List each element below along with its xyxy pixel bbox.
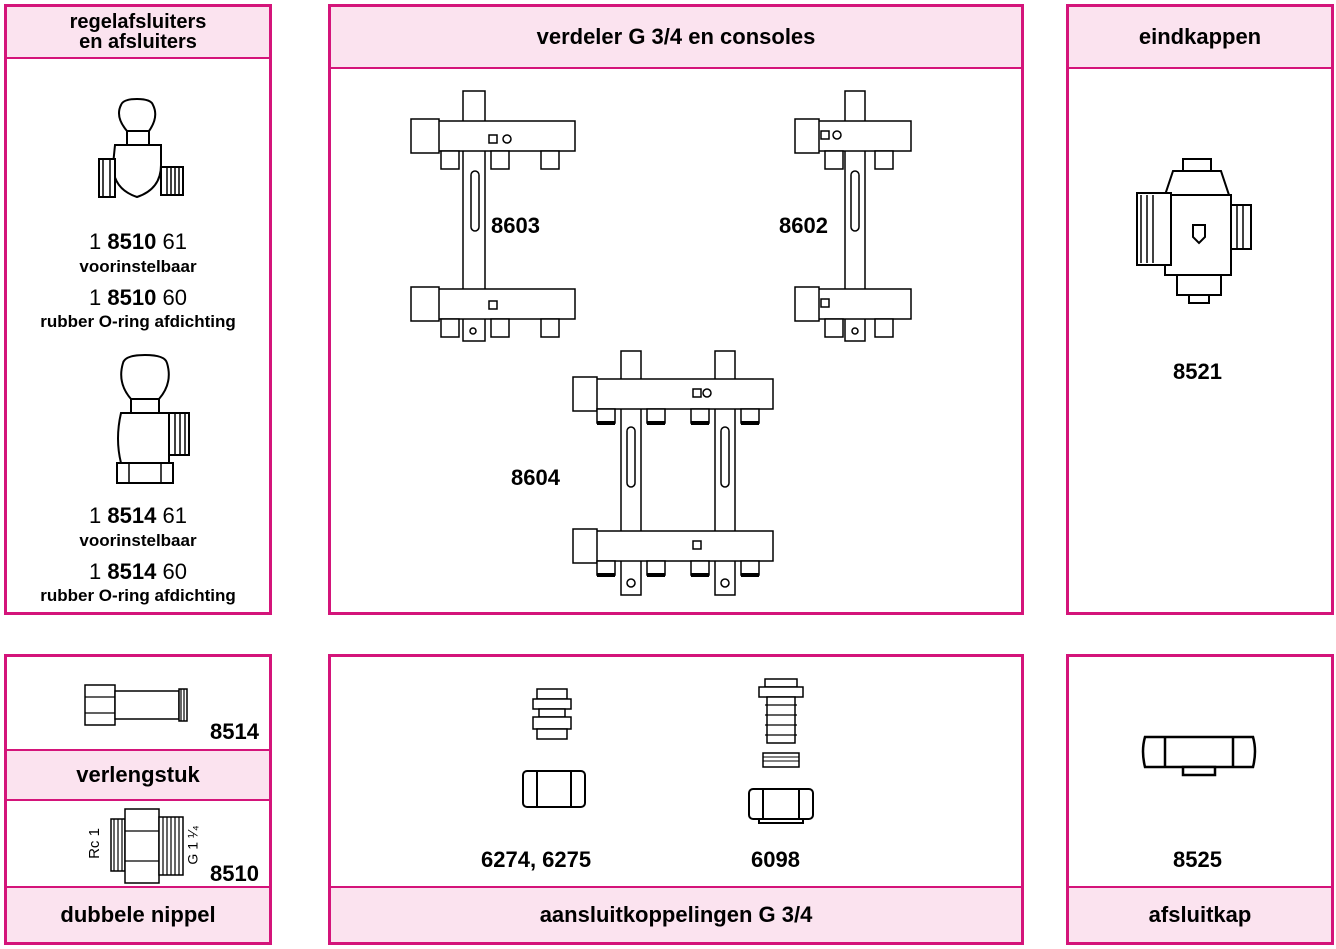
panel-valves-title-line2: en afsluiters: [79, 31, 197, 53]
panel-endcaps-header: eindkappen: [1069, 7, 1331, 69]
valve1-code1-bold: 8510: [107, 229, 157, 254]
nipple-code: 8510: [210, 861, 259, 886]
end-fitting-8521-label: 8521: [1173, 359, 1222, 384]
valve2-code2-suffix: 60: [156, 559, 187, 584]
extension-code: 8514: [210, 719, 259, 744]
coupling-6274-ring-drawing: [531, 687, 573, 741]
valve1-code1-suffix: 61: [156, 229, 187, 254]
coupling-6098-nut-drawing: [745, 787, 817, 825]
manifold-8602-label: 8602: [779, 213, 828, 238]
nipple-title: dubbele nippel: [60, 902, 216, 927]
end-cap-8525-label: 8525: [1173, 847, 1222, 872]
valve1-code2-suffix: 60: [156, 285, 187, 310]
manifold-8604-drawing: [573, 351, 777, 597]
valve2-note2: rubber O-ring afdichting: [40, 586, 236, 605]
valve2-code1-suffix: 61: [156, 503, 187, 528]
nipple-left-label: Rc 1: [85, 828, 103, 859]
manifold-8603-drawing: [411, 91, 581, 343]
panel-couplings: 6274, 6275 6098 aansluitkoppelingen G 3/…: [328, 654, 1024, 945]
end-cap-8525-drawing: [1139, 733, 1259, 789]
coupling-6098-label: 6098: [751, 847, 800, 872]
panel-valves-header: regelafsluiters en afsluiters: [7, 7, 269, 59]
valve2-code2: 1 8514 60: [7, 559, 269, 585]
valve2-code1-prefix: 1: [89, 503, 108, 528]
valve2-code2-prefix: 1: [89, 559, 108, 584]
panel-manifold-title: verdeler G 3/4 en consoles: [536, 24, 816, 49]
panel-valves-title-line1: regelafsluiters: [69, 11, 207, 33]
angle-valve-8510-drawing: [93, 97, 213, 217]
coupling-6098-ring-drawing: [761, 751, 801, 769]
valve1-code2-bold: 8510: [107, 285, 157, 310]
valve1-code1-prefix: 1: [89, 229, 108, 254]
coupling-6098-insert-drawing: [757, 677, 805, 747]
manifold-8604-label: 8604: [511, 465, 560, 490]
panel-extension: 8514 verlengstuk Rc 1 G 1 ¹⁄₄ 8510 dubbe…: [4, 654, 272, 945]
extension-piece-drawing: [83, 683, 189, 727]
panel-manifold: verdeler G 3/4 en consoles 8603: [328, 4, 1024, 615]
panel-cap: 8525 afsluitkap: [1066, 654, 1334, 945]
valve1-code2: 1 8510 60: [7, 285, 269, 311]
double-nipple-drawing: [109, 807, 189, 885]
panel-endcaps: eindkappen 8521: [1066, 4, 1334, 615]
panel-valves: regelafsluiters en afsluiters 1 8510 61 …: [4, 4, 272, 615]
valve1-code2-prefix: 1: [89, 285, 108, 310]
extension-title: verlengstuk: [76, 762, 200, 787]
valve2-code2-bold: 8514: [107, 559, 157, 584]
panel-extension-bottom-header: dubbele nippel: [7, 886, 269, 942]
panel-couplings-header: aansluitkoppelingen G 3/4: [331, 886, 1021, 942]
valve2-note1: voorinstelbaar: [79, 531, 197, 550]
panel-cap-title: afsluitkap: [1148, 902, 1252, 927]
manifold-8603-label: 8603: [491, 213, 540, 238]
panel-endcaps-title: eindkappen: [1138, 24, 1262, 49]
valve1-note1: voorinstelbaar: [79, 257, 197, 276]
end-fitting-8521-drawing: [1135, 155, 1265, 307]
valve2-code1: 1 8514 61: [7, 503, 269, 529]
valve1-note2: rubber O-ring afdichting: [40, 312, 236, 331]
valve2-code1-bold: 8514: [107, 503, 157, 528]
straight-valve-8514-drawing: [103, 353, 213, 489]
panel-extension-middle-header: verlengstuk: [7, 749, 269, 801]
coupling-6274-nut-drawing: [519, 769, 589, 809]
panel-manifold-header: verdeler G 3/4 en consoles: [331, 7, 1021, 69]
coupling-6274-label: 6274, 6275: [481, 847, 592, 872]
manifold-8602-drawing: [795, 91, 915, 343]
panel-cap-header: afsluitkap: [1069, 886, 1331, 942]
nipple-right-label: G 1 ¹⁄₄: [184, 825, 201, 865]
valve1-code1: 1 8510 61: [7, 229, 269, 255]
panel-couplings-title: aansluitkoppelingen G 3/4: [539, 902, 813, 927]
